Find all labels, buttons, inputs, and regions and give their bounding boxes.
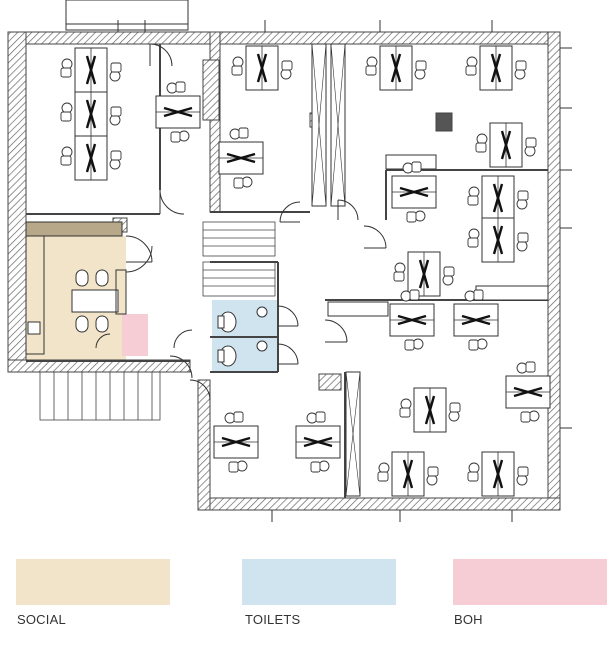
desk-cluster-lower-right — [376, 288, 552, 498]
toilet-fixtures — [217, 306, 268, 367]
balcony — [65, 0, 189, 31]
floor-plan — [7, 0, 572, 522]
legend-label-toilets: TOILETS — [245, 612, 301, 627]
legend-swatch-toilets — [242, 559, 396, 605]
boh-zone — [122, 314, 148, 356]
desk-cluster-middle-right — [390, 160, 530, 298]
legend-label-social: SOCIAL — [17, 612, 66, 627]
doors — [95, 43, 387, 401]
legend-swatch-boh — [453, 559, 607, 605]
stairs — [39, 221, 276, 421]
social-furniture — [25, 221, 127, 355]
desk-cluster-lower-left — [212, 410, 342, 474]
window-marks — [117, 20, 572, 522]
storage-units — [311, 43, 549, 497]
desk-cluster-top-left — [59, 46, 202, 182]
desk-cluster-top-middle — [217, 44, 294, 190]
legend-swatch-social — [16, 559, 170, 605]
desk-cluster-top-right — [364, 44, 538, 169]
legend-label-boh: BOH — [454, 612, 483, 627]
exterior-walls — [7, 31, 561, 511]
